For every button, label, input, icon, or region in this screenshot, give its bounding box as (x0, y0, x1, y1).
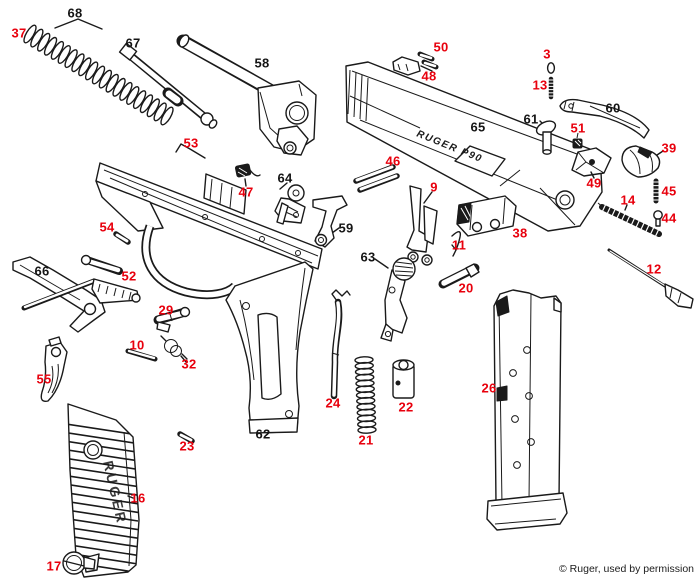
part-53-wire-spring (175, 143, 206, 159)
part-65-slide: RUGER P90 (345, 61, 603, 232)
part-24-ejector (330, 289, 351, 400)
part-68-assembly-bracket (54, 18, 103, 30)
part-52-slide-stop-assembly (21, 254, 141, 311)
part-55-trigger (40, 336, 68, 402)
part-47-latch-block (234, 163, 261, 187)
part-22-spring-seat (392, 359, 415, 399)
part-9-trigger-bar (406, 185, 438, 266)
part-23-pin (177, 431, 195, 444)
part-17-grip-screw (62, 551, 96, 575)
part-44-plunger (653, 210, 663, 227)
part-61-decock-lever (535, 120, 557, 155)
part-32-torsion-spring (160, 335, 188, 363)
part-46-frame-pins (353, 164, 400, 193)
part-3-ring (546, 62, 556, 74)
part-64-hammer (274, 182, 306, 225)
part-45-spring (652, 178, 660, 204)
part-58-barrel (176, 34, 317, 156)
part-14-hammer-spring (597, 202, 662, 237)
copyright-notice: © Ruger, used by permission (559, 563, 694, 575)
part-38-camblock (456, 195, 517, 237)
part-16-grip-panel: RUGER (67, 403, 140, 578)
part-13-spring-pin (548, 76, 554, 100)
part-54-pin (113, 231, 131, 245)
part-29-plunger-assembly (153, 306, 191, 333)
part-51-detent-block (572, 132, 583, 149)
part-50-sight-pins (417, 51, 439, 70)
part-59-takedown-latch (312, 195, 348, 248)
part-21-hammer-spring (354, 356, 377, 434)
part-49-sight-base (571, 147, 612, 179)
part-67-guide-rod (118, 42, 218, 129)
part-12-firing-pin (607, 248, 694, 309)
part-63-decocking-lever (374, 257, 416, 342)
part-26-magazine (486, 289, 568, 531)
part-60-slide-stop-lever (559, 98, 650, 139)
part-20-pivot-pin (438, 263, 480, 289)
part-10-pin (125, 348, 158, 362)
part-48-rear-sight (392, 56, 433, 76)
part-11-sear-spring (451, 231, 462, 257)
part-62-frame (95, 162, 323, 434)
part-37-recoil-spring (23, 24, 174, 126)
part-39-slide-end-cap (621, 145, 664, 178)
